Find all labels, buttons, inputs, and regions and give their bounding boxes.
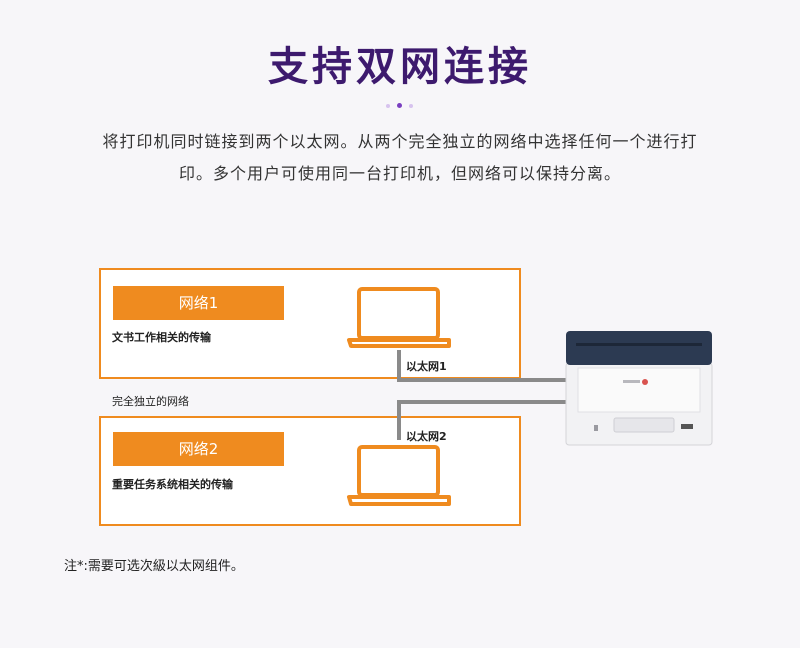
laptop-2-icon	[347, 445, 451, 506]
page-title: 支持双网连接	[268, 44, 532, 90]
ethernet-2-line	[397, 400, 568, 440]
ethernet-2-label: 以太网2	[406, 430, 447, 443]
ethernet-1-line	[397, 350, 568, 382]
network-1-box	[99, 268, 521, 379]
description: 将打印机同时链接到两个以太网。从两个完全独立的网络中选择任何一个进行打 印。多个…	[60, 126, 740, 190]
network-1-label: 网络1	[113, 286, 284, 320]
footnote: 注*:需要可选次級以太网组件。	[64, 559, 244, 574]
network-1-desc: 文书工作相关的传输	[112, 331, 211, 344]
network-2-desc: 重要任务系统相关的传输	[112, 478, 233, 491]
connection-lines	[397, 350, 568, 440]
printer-icon	[565, 331, 713, 446]
description-line-1: 将打印机同时链接到两个以太网。从两个完全独立的网络中选择任何一个进行打	[102, 132, 698, 151]
description-line-2: 印。多个用户可使用同一台打印机，但网络可以保持分离。	[178, 164, 621, 183]
title-decoration-dots	[384, 102, 416, 110]
laptop-1-icon	[347, 287, 451, 348]
separation-label: 完全独立的网络	[112, 395, 189, 408]
ethernet-1-label: 以太网1	[406, 360, 447, 373]
network-2-label: 网络2	[113, 432, 284, 466]
